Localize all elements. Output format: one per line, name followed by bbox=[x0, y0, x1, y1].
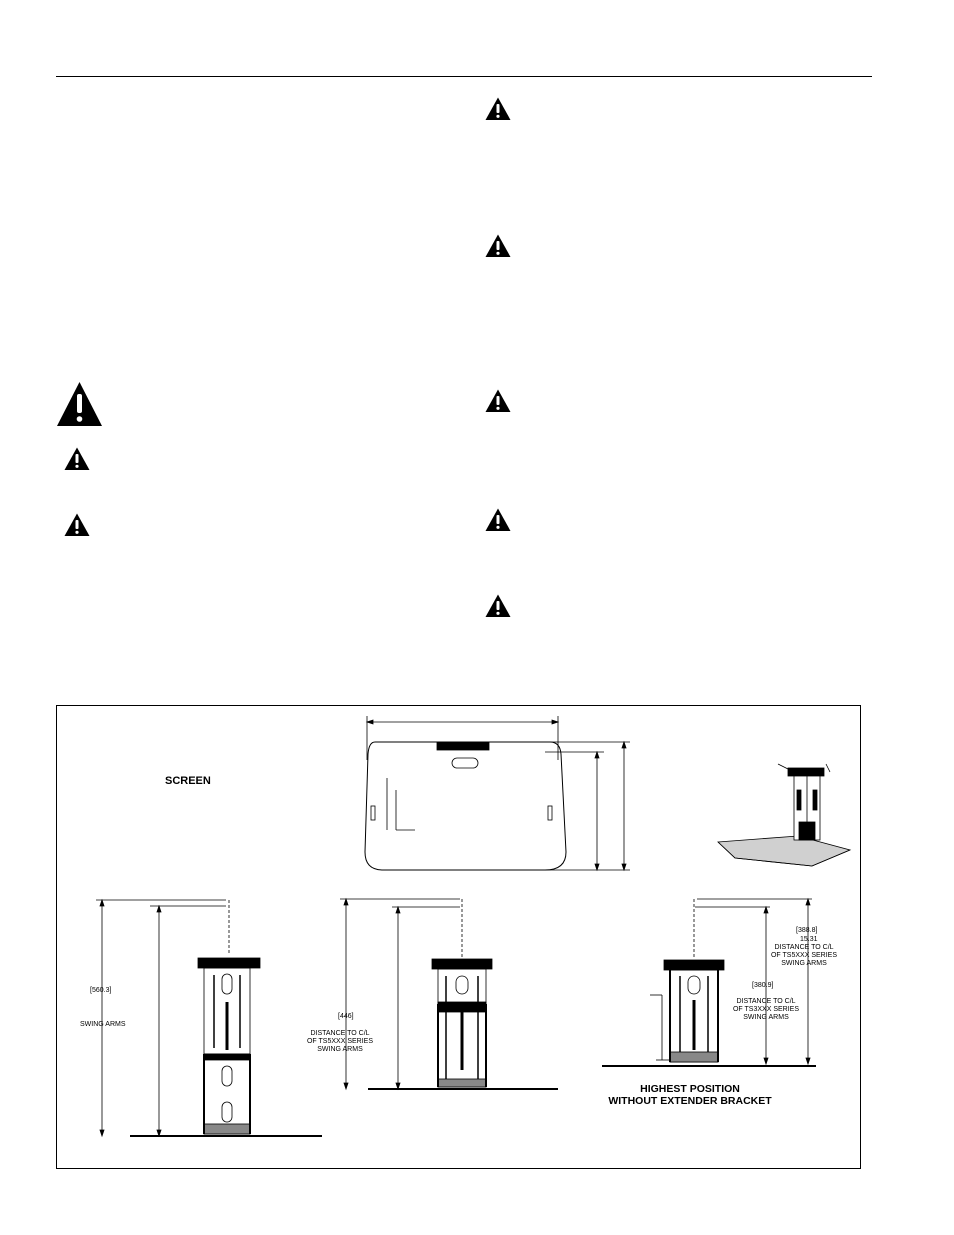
warning-icon bbox=[64, 513, 90, 537]
right-outer-dim-inch: 15.31 bbox=[800, 936, 818, 943]
right-inner-dim-value: [380.9] bbox=[752, 982, 774, 989]
middle-dim-note: DISTANCE TO C/L OF TS5XXX SERIES SWING A… bbox=[306, 1030, 373, 1053]
right-inner-dim-note: DISTANCE TO C/L OF TS3XXX SERIES SWING A… bbox=[732, 998, 799, 1021]
header-rule bbox=[56, 76, 872, 77]
warning-icon bbox=[485, 389, 511, 413]
warning-icon bbox=[485, 234, 511, 258]
left-dim-value: [560.3] bbox=[90, 987, 112, 994]
warning-icon bbox=[485, 97, 511, 121]
elevation-view-highest-position bbox=[602, 897, 816, 1067]
figure-caption: HIGHEST POSITION WITHOUT EXTENDER BRACKE… bbox=[608, 1083, 772, 1107]
right-outer-dim-note: DISTANCE TO C/L OF TS5XXX SERIES SWING A… bbox=[770, 944, 837, 967]
right-outer-dim-value: [388.8] bbox=[796, 927, 818, 934]
middle-dim-value: [446] bbox=[338, 1013, 354, 1020]
large-warning-icon bbox=[56, 381, 103, 428]
elevation-view-with-extender bbox=[96, 898, 322, 1138]
warning-icon bbox=[485, 508, 511, 532]
shelf-plan-view bbox=[364, 716, 630, 872]
elevation-view-middle bbox=[340, 897, 558, 1091]
dimension-drawing-frame bbox=[56, 705, 861, 1169]
warning-icon bbox=[64, 447, 90, 471]
isometric-view bbox=[717, 763, 852, 867]
screen-label: SCREEN bbox=[165, 775, 211, 787]
left-dim-note: SWING ARMS bbox=[80, 1021, 126, 1028]
warning-icon bbox=[485, 594, 511, 618]
